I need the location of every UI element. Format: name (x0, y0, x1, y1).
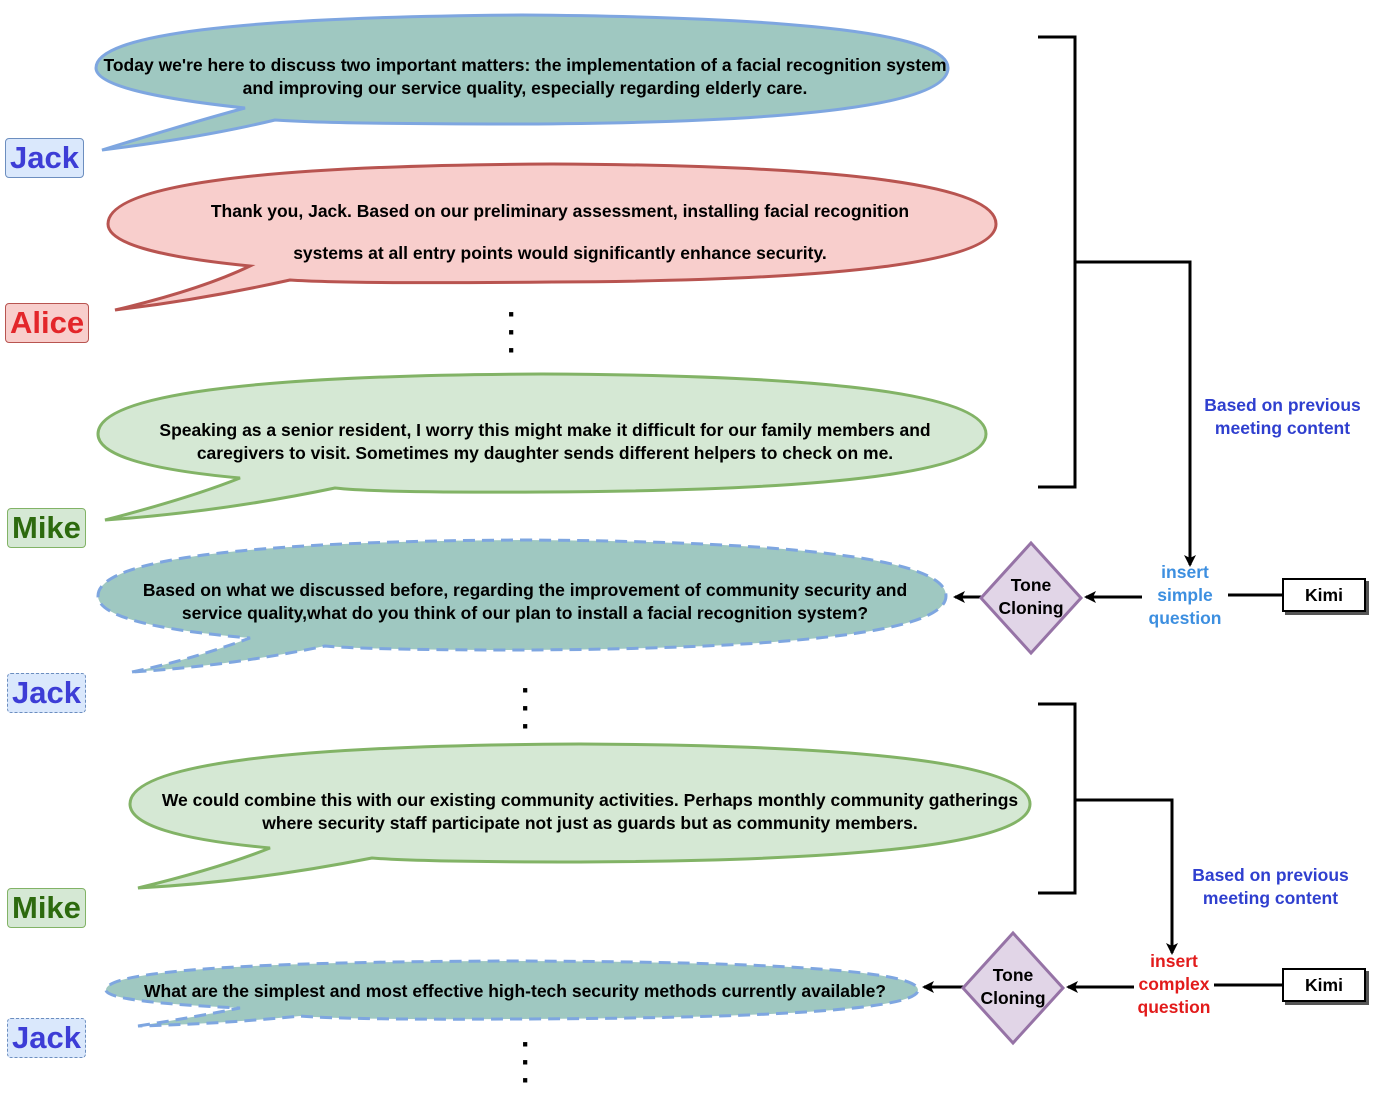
speaker-jack-3: Jack (7, 1018, 86, 1058)
bubble-text-3: Speaking as a senior resident, I worry t… (159, 420, 931, 463)
connector-line-2 (1075, 798, 1178, 955)
based-on-previous-note-1: Based on previous meeting content (1204, 395, 1361, 438)
bubble-text-6: What are the simplest and most effective… (143, 981, 886, 1001)
speech-bubble-alice (106, 162, 998, 312)
kimi-box-1: Kimi (1282, 578, 1366, 612)
bracket-top (1038, 35, 1077, 489)
speaker-mike-2: Mike (7, 888, 86, 928)
speaker-mike-1: Mike (7, 508, 86, 548)
bubble-text-5: We could combine this with our existing … (161, 790, 1019, 833)
speech-bubble-jack-1 (94, 13, 950, 152)
speaker-alice: Alice (5, 303, 90, 343)
bracket-bottom (1038, 702, 1077, 895)
bubble-text-4: Based on what we discussed before, regar… (142, 580, 908, 623)
tone-cloning-label-2: Tone Cloning (980, 965, 1046, 1008)
tone-cloning-diamond-2 (960, 930, 1066, 1046)
speech-bubble-jack-3 (104, 959, 920, 1028)
speaker-jack-2: Jack (7, 673, 86, 713)
connector-line-1 (1075, 260, 1196, 567)
based-on-previous-note-2: Based on previous meeting content (1192, 865, 1349, 908)
speech-bubble-mike-1 (96, 372, 988, 522)
bubble-text-2: Thank you, Jack. Based on our preliminar… (210, 201, 910, 263)
insert-simple-question: insert simple question (1148, 562, 1222, 628)
tone-cloning-diamond-1 (978, 540, 1084, 656)
ellipsis-2: ··· (521, 674, 531, 743)
tone-cloning-label-1: Tone Cloning (998, 575, 1064, 618)
ellipsis-1: ··· (507, 298, 517, 367)
bubble-text-1: Today we're here to discuss two importan… (103, 55, 947, 98)
speaker-jack-1: Jack (5, 138, 84, 178)
insert-complex-question: insert complex question (1137, 951, 1211, 1017)
speech-bubble-jack-2 (96, 538, 948, 674)
kimi-box-2: Kimi (1282, 968, 1366, 1002)
speech-bubble-mike-2 (128, 742, 1032, 890)
ellipsis-3: ··· (521, 1028, 531, 1097)
